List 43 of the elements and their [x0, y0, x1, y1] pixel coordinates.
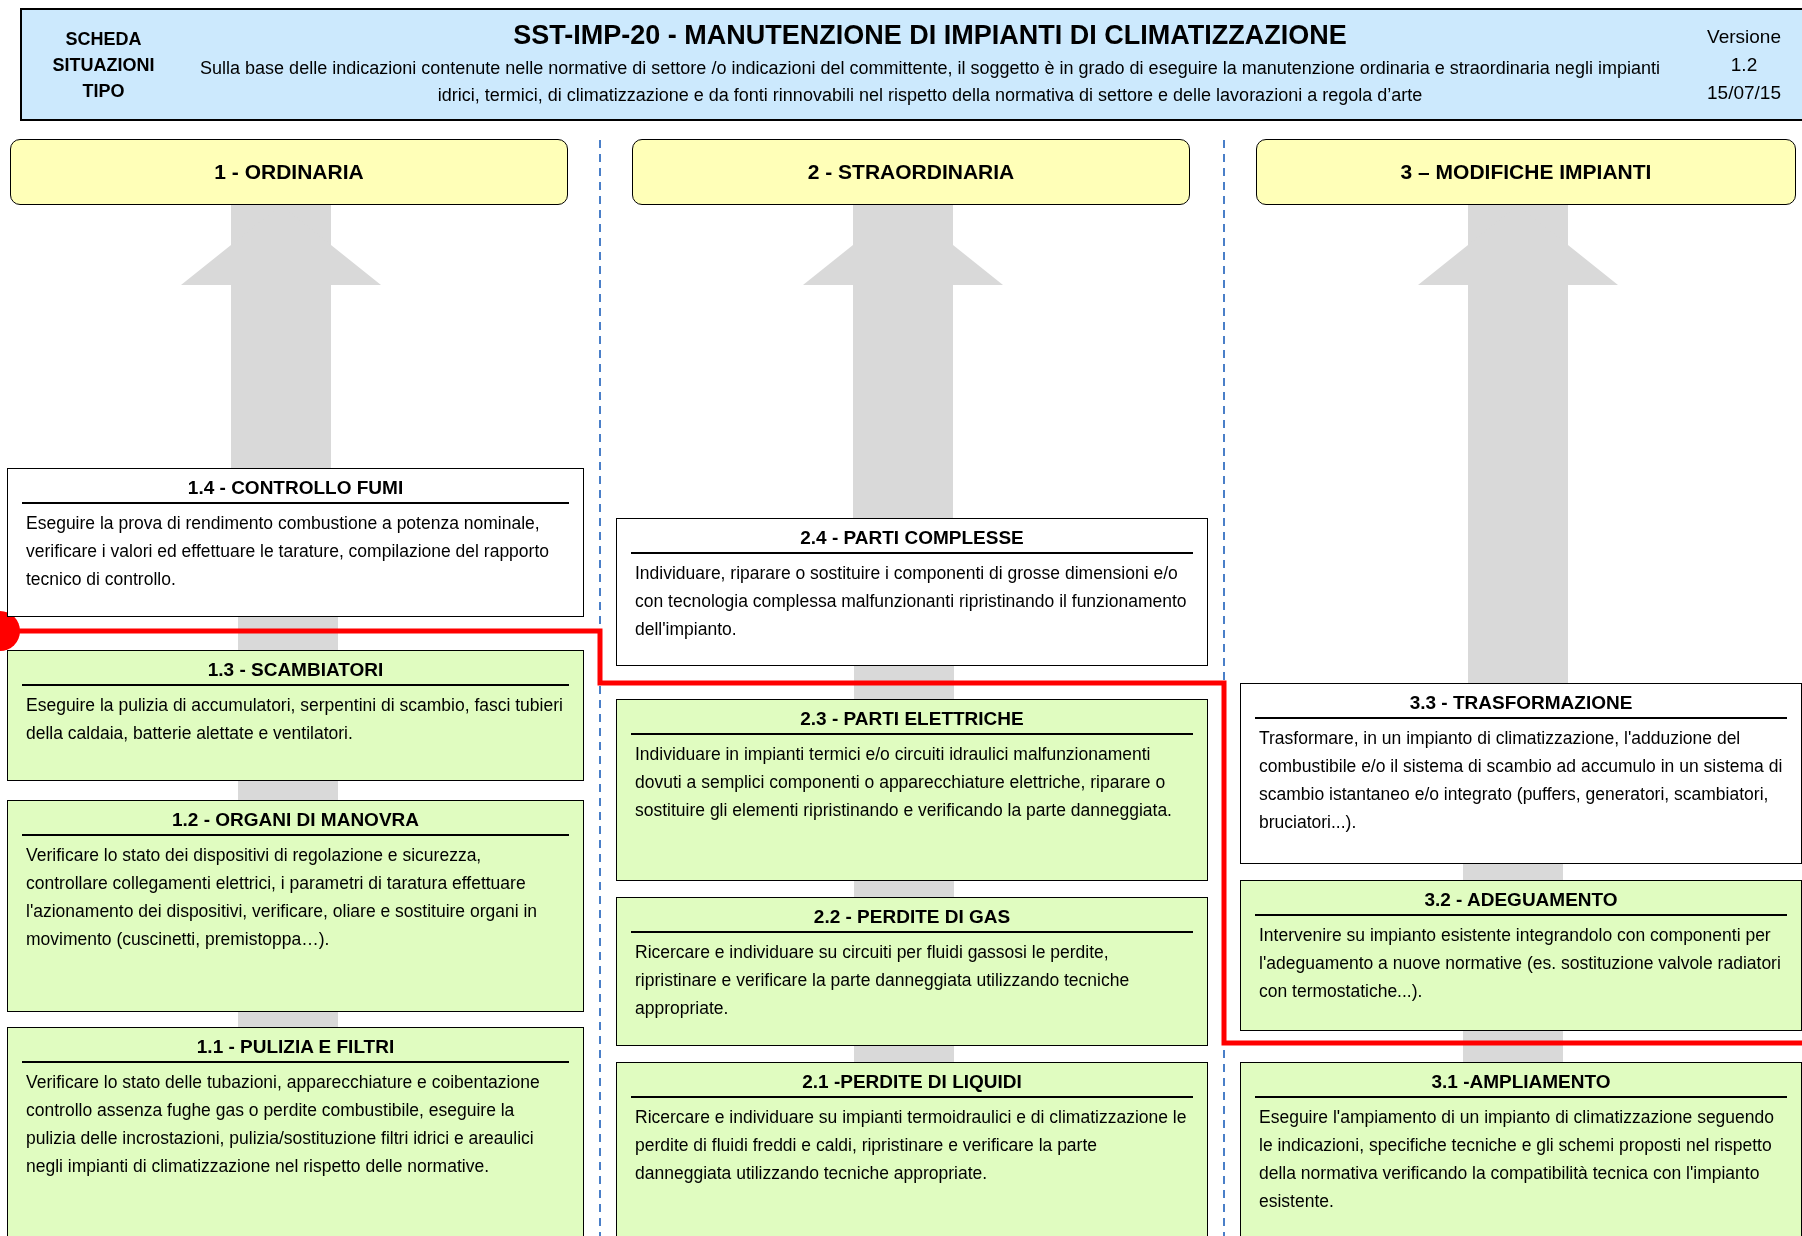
- card-text: Eseguire la pulizia di accumulatori, serpentini di scambio, fasci tubieri della caldaia, batterie alettate e ventilatori.: [25, 694, 564, 745]
- task-card: [616, 699, 1208, 881]
- title: SST-IMP-20 - MANUTENZIONE DI IMPIANTI DI CLIMATIZZAZIONE: [513, 20, 1347, 51]
- subtitle: Sulla base delle indicazioni contenute nelle normative di settore /o indicazioni del committente, il soggetto è in grado di eseguire la manutenzione ordinaria e straordinaria negli impianti idrici, termici, di climatizzazione e da fonti rinnovabili nel rispetto della normativa di settore e delle lavorazioni a regola d’arte: [199, 57, 1661, 107]
- card-text: Eseguire la prova di rendimento combustione a potenza nominale, verificare i valori ed effettuare le tarature, compilazione del rapporto tecnico di controllo.: [25, 512, 550, 591]
- task-card: [7, 800, 584, 1012]
- arrow: [181, 205, 381, 468]
- card-text: Trasformare, in un impianto di climatizzazione, l'adduzione del combustibile e/o il sistema di scambio ad accumulo in un sistema di scambio istantaneo e/o integrato (puffers, generatori, scambiatori, bruciatori...).: [1258, 727, 1784, 834]
- task-card: [616, 897, 1208, 1046]
- task-card: [616, 518, 1208, 666]
- task-card: [1240, 1062, 1802, 1236]
- card-heading: 3.3 - TRASFORMAZIONE: [1255, 692, 1787, 719]
- task-card: [1240, 880, 1802, 1031]
- card-heading: 3.1 -AMPLIAMENTO: [1255, 1071, 1787, 1098]
- card-text: Ricercare e individuare su circuiti per fluidi gassosi le perdite, ripristinare e verificare la parte danneggiata utilizzando tecniche appropriate.: [634, 941, 1131, 1020]
- card-text: Intervenire su impianto esistente integrandolo con componenti per l'adeguamento a nuove normative (es. sostituzione valvole radiatori con termostatiche...).: [1258, 924, 1782, 1003]
- column-header: 1 - ORDINARIA: [10, 139, 568, 205]
- card-heading: 1.1 - PULIZIA E FILTRI: [22, 1036, 569, 1063]
- column-header: 3 – MODIFICHE IMPIANTI: [1256, 139, 1796, 205]
- card-heading: 3.2 - ADEGUAMENTO: [1255, 889, 1787, 916]
- card-heading: 1.3 - SCAMBIATORI: [22, 659, 569, 686]
- card-heading: 2.1 -PERDITE DI LIQUIDI: [631, 1071, 1193, 1098]
- card-text: Verificare lo stato delle tubazioni, apparecchiature e coibentazione controllo assenza fughe gas o perdite combustibile, eseguire la pulizia delle incrostazioni, pulizia/sostituzione filtri idrici e areaulici negli impianti di climatizzazione nel rispetto delle normative.: [25, 1071, 541, 1178]
- card-text: Eseguire l'ampiamento di un impianto di climatizzazione seguendo le indicazioni, specifiche tecniche e gli schemi proposti nel rispetto della normativa verificando la compatibilità tecnica con l'impianto esistente.: [1258, 1106, 1776, 1213]
- arrow: [1418, 205, 1618, 683]
- card-heading: 2.4 - PARTI COMPLESSE: [631, 527, 1193, 554]
- task-card: [616, 1062, 1208, 1236]
- version-label: Versione 1.2 15/07/15: [1706, 24, 1782, 105]
- card-heading: 2.3 - PARTI ELETTRICHE: [631, 708, 1193, 735]
- card-heading: 1.4 - CONTROLLO FUMI: [22, 477, 569, 504]
- card-text: Verificare lo stato dei dispositivi di regolazione e sicurezza, controllare collegamenti elettrici, i parametri di taratura effettuare l'azionamento dei dispositivi, verificare, oliare e sostituire organi in movimento (cuscinetti, premistoppa…).: [25, 844, 539, 951]
- task-card: [1240, 683, 1802, 864]
- card-text: Individuare in impianti termici e/o circuiti idraulici malfunzionamenti dovuti a semplici componenti o apparecchiature elettriche, riparare o sostituire gli elementi ripristinando e verificando la parte danneggiata.: [634, 743, 1173, 822]
- task-card: [7, 650, 584, 781]
- card-heading: 2.2 - PERDITE DI GAS: [631, 906, 1193, 933]
- header-label: SCHEDA SITUAZIONI TIPO: [51, 27, 156, 103]
- arrow: [803, 205, 1003, 518]
- task-card: [7, 1027, 584, 1236]
- column-header: 2 - STRAORDINARIA: [632, 139, 1190, 205]
- card-text: Individuare, riparare o sostituire i componenti di grosse dimensioni e/o con tecnologia complessa malfunzionanti ripristinando il funzionamento dell'impianto.: [634, 562, 1188, 641]
- card-heading: 1.2 - ORGANI DI MANOVRA: [22, 809, 569, 836]
- card-text: Ricercare e individuare su impianti termoidraulici e di climatizzazione le perdite di fluidi freddi e caldi, ripristinare e verificare la parte danneggiata utilizzando tecniche appropriate.: [634, 1106, 1188, 1185]
- task-card: [7, 468, 584, 617]
